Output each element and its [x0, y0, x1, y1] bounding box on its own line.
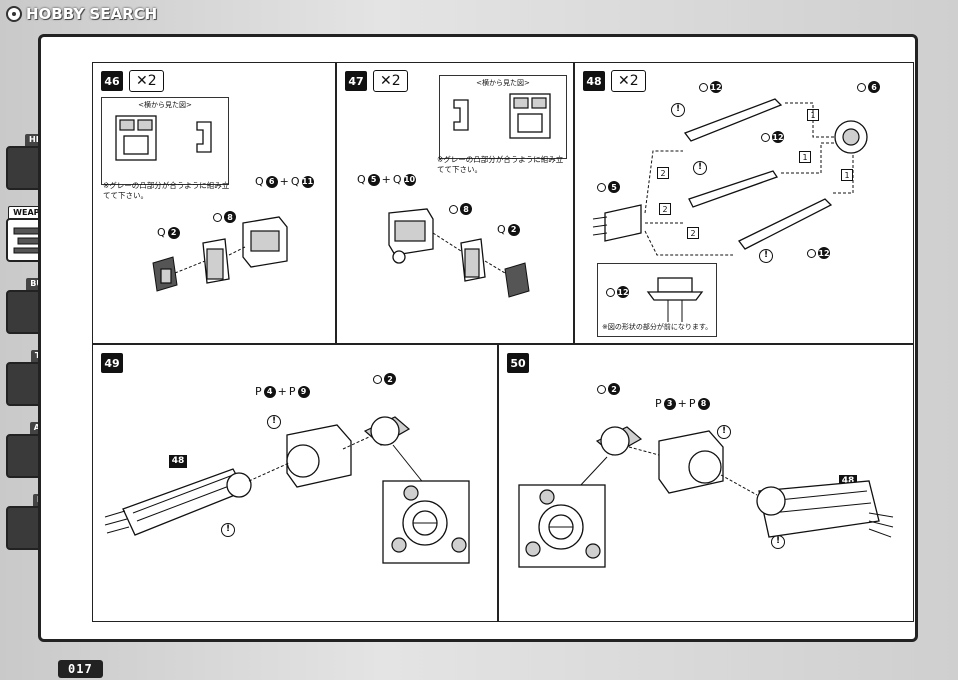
page-number: 017 — [58, 660, 103, 678]
detail-note: ※図の形状の部分が前になります。 — [602, 323, 713, 331]
step-multiplier: ✕2 — [129, 70, 164, 92]
side-view-callout: <横から見た図> — [101, 97, 229, 185]
step-multiplier: ✕2 — [373, 70, 408, 92]
step-number: 48 — [583, 71, 605, 91]
caution-icon: ! — [771, 535, 785, 549]
part-label-o8: 8 — [449, 203, 472, 215]
part-label-o8: 8 — [213, 211, 236, 223]
caution-icon: ! — [221, 523, 235, 537]
step-50-drawing — [518, 426, 894, 568]
step-reference-badge: 48 — [169, 455, 187, 468]
step-multiplier: ✕2 — [611, 70, 646, 92]
caution-icon: ! — [759, 249, 773, 263]
logo-icon — [6, 6, 22, 22]
step-47-panel: 47 ✕2 <横から見た図> ※グレーの凸部分が合うように組み立てて下さい。 Q… — [336, 62, 574, 344]
step-49-drawing — [104, 416, 470, 564]
path-number: 2 — [657, 167, 669, 179]
part-label-o12-low: 12 — [807, 247, 830, 259]
path-number: 2 — [659, 203, 671, 215]
step-number: 47 — [345, 71, 367, 91]
callout-title: <横から見た図> — [476, 79, 530, 87]
part-label-o12-top: 12 — [699, 81, 722, 93]
assembly-note: ※グレーの凸部分が合うように組み立てて下さい。 — [437, 155, 564, 174]
caution-icon: ! — [267, 415, 281, 429]
side-view-callout: <横から見た図> — [439, 75, 567, 159]
path-number: 2 — [687, 227, 699, 239]
step-46-drawing — [152, 216, 288, 292]
step-48-panel: 48 ✕2 12 6 12 5 12 ! ! ! 1 1 1 2 2 2 — [574, 62, 914, 344]
watermark: HOBBY SEARCH — [6, 4, 157, 24]
caution-icon: ! — [717, 425, 731, 439]
step-number: 50 — [507, 353, 529, 373]
part-label-o2: 2 — [597, 383, 620, 395]
step-48-drawing — [592, 98, 868, 256]
part-label-o6: 6 — [857, 81, 880, 93]
caution-icon: ! — [693, 161, 707, 175]
part-label-o12-detail: 12 — [606, 286, 629, 298]
assembly-note: ※グレーの凸部分が合うように組み立てて下さい。 — [103, 181, 230, 200]
caution-icon: ! — [671, 103, 685, 117]
part-label-o5: 5 — [597, 181, 620, 193]
step-number: 49 — [101, 353, 123, 373]
step-number: 46 — [101, 71, 123, 91]
path-number: 1 — [799, 151, 811, 163]
callout-title: <横から見た図> — [138, 101, 192, 109]
step-46-panel: 46 ✕2 <横から見た図> ※グレーの凸部分が合うように組み立てて下さい。 Q… — [92, 62, 336, 344]
detail-callout: 12 ※図の形状の部分が前になります。 — [597, 263, 717, 337]
part-label-o12-mid: 12 — [761, 131, 784, 143]
watermark-text: HOBBY SEARCH — [26, 5, 158, 23]
step-47-drawing — [388, 208, 530, 298]
part-label-o2: 2 — [373, 373, 396, 385]
